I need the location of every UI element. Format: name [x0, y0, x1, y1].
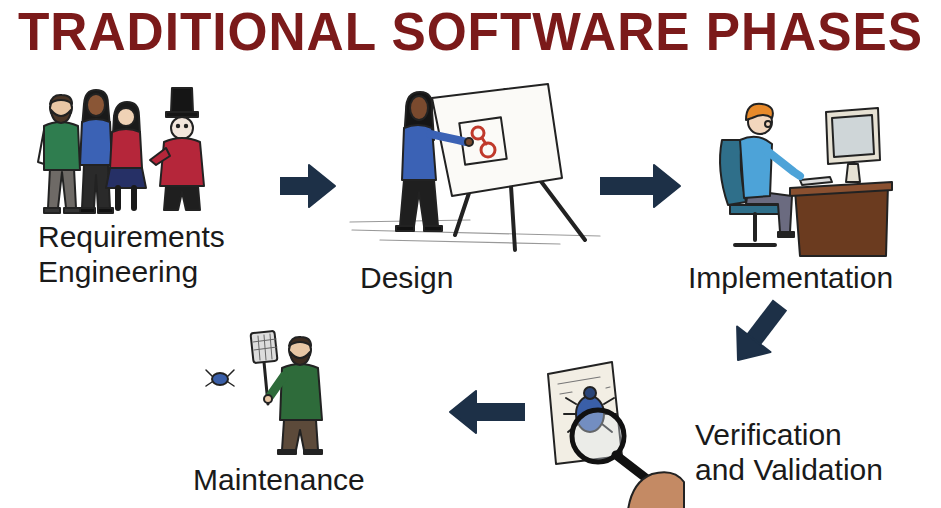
arrowhead [450, 391, 476, 433]
bug-under-magnifier [548, 362, 684, 508]
stakeholder-figures-part [177, 125, 179, 127]
programmer-at-desk-part [746, 104, 773, 120]
design-easel-part [410, 96, 428, 120]
design-easel-part [396, 226, 442, 231]
diagram-title: TRADITIONAL SOFTWARE PHASES [18, 2, 923, 61]
arrowhead [309, 165, 335, 207]
phase-label: Implementation [688, 261, 913, 296]
design-easel-part [459, 117, 506, 164]
phase-label: Verification and Validation [695, 418, 895, 487]
flow-arrow [737, 305, 780, 360]
maintainer-with-swatter-part [282, 420, 318, 450]
phase-label: Maintenance [193, 463, 443, 498]
stakeholder-figures-part [44, 208, 80, 213]
phase-node: Verification and Validation [525, 360, 915, 500]
design-easel-part [482, 138, 486, 144]
flow-arrow [450, 391, 525, 433]
programmer-at-desk-part [846, 164, 860, 182]
phase-node: Requirements Engineering [20, 85, 280, 300]
flow-arrow [280, 165, 335, 207]
phase-node: Maintenance [185, 335, 450, 503]
arrow-shaft [471, 403, 525, 421]
stakeholder-figures-part [171, 117, 193, 139]
arrow-shaft [751, 305, 780, 343]
design-easel-part [481, 143, 495, 157]
arrowhead [737, 327, 770, 360]
maintainer-with-swatter-part [264, 395, 272, 403]
design-easel-part [430, 134, 466, 142]
programmer-at-desk-part [800, 177, 832, 185]
stakeholder-figures-part [117, 108, 135, 126]
stakeholder-figures [38, 88, 204, 213]
phase-label: Design [360, 261, 580, 296]
stakeholder-figures-part [110, 129, 142, 168]
stakeholder-figures-part [166, 88, 198, 117]
stakeholder-figures-part [80, 208, 113, 213]
stakeholder-figures-part [106, 168, 146, 188]
programmer-at-desk [720, 104, 892, 256]
bug-under-magnifier-part [628, 472, 684, 508]
design-easel-part [350, 220, 600, 244]
programmer-at-desk-part [765, 121, 771, 127]
stakeholder-figures-part [164, 186, 200, 210]
bug-under-magnifier-part [584, 387, 596, 399]
programmer-at-desk-part [826, 108, 880, 164]
programmer-at-desk-part [778, 232, 794, 237]
maintainer-with-swatter-part [212, 373, 228, 385]
stakeholder-figures-part [44, 122, 80, 170]
flow-arrow [600, 165, 680, 207]
maintainer-with-swatter-part [253, 334, 277, 360]
arrowhead [654, 165, 680, 207]
arrow-shaft [600, 177, 659, 195]
design-easel [350, 84, 600, 250]
maintainer-with-swatter-part [289, 337, 311, 346]
maintainer-with-swatter-part [290, 352, 310, 365]
stakeholder-figures-part [38, 130, 44, 164]
design-easel-part [465, 138, 473, 146]
stakeholder-figures-part [118, 188, 134, 208]
maintainer-with-swatter [206, 331, 322, 454]
maintainer-with-swatter-part [278, 450, 322, 454]
stakeholder-figures-part [51, 110, 71, 123]
stakeholder-figures-part [87, 94, 105, 116]
phase-node: Design [335, 85, 600, 305]
design-easel-part [400, 180, 438, 226]
stakeholder-figures-part [50, 95, 72, 104]
programmer-at-desk-part [766, 150, 800, 176]
stakeholder-figures-part [160, 138, 204, 186]
programmer-at-desk-part [740, 137, 772, 198]
phase-label: Requirements Engineering [38, 220, 268, 289]
maintainer-with-swatter-part [270, 376, 284, 396]
stakeholder-figures-part [150, 148, 170, 165]
programmer-at-desk-part [735, 214, 775, 245]
maintainer-with-swatter-part [250, 331, 277, 363]
stakeholder-figures-part [185, 125, 187, 127]
programmer-at-desk-part [832, 115, 874, 157]
stakeholder-figures-part [48, 168, 76, 208]
stakeholder-figures-part [80, 119, 112, 165]
maintainer-with-swatter-part [206, 370, 234, 386]
phase-node: Implementation [680, 85, 915, 305]
